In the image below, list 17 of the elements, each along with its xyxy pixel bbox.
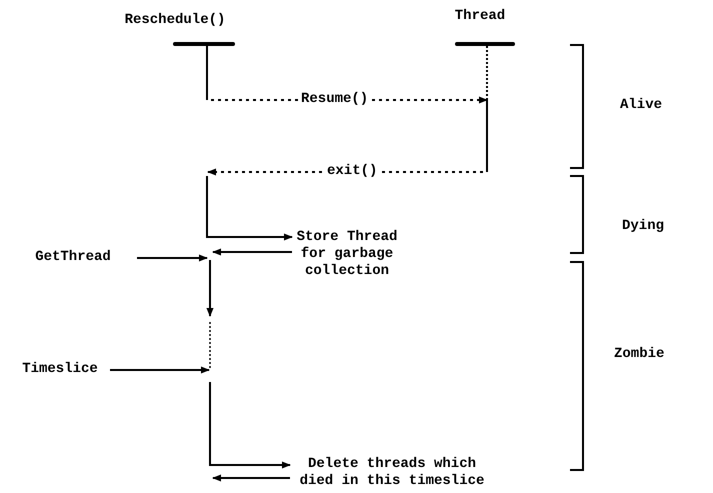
edge-label: Resume()	[300, 92, 370, 107]
arrow	[110, 366, 210, 374]
arrow	[206, 176, 293, 241]
object-name: Reschedule()	[124, 12, 226, 29]
process-label: Timeslice	[21, 361, 99, 378]
process-label: GetThread	[34, 249, 112, 266]
edge-label: exit()	[326, 164, 378, 179]
arrow	[212, 474, 290, 482]
phase-label: Dying	[622, 218, 664, 235]
object-name: Thread	[454, 8, 506, 25]
arrow	[137, 254, 208, 262]
arrow	[209, 382, 291, 469]
phase-label: Alive	[620, 97, 662, 114]
phase-label: Zombie	[614, 346, 664, 363]
arrow	[212, 248, 292, 256]
process-label: Delete threads which died in this timeslice	[298, 456, 486, 490]
process-label: Store Thread for garbage collection	[296, 229, 398, 280]
